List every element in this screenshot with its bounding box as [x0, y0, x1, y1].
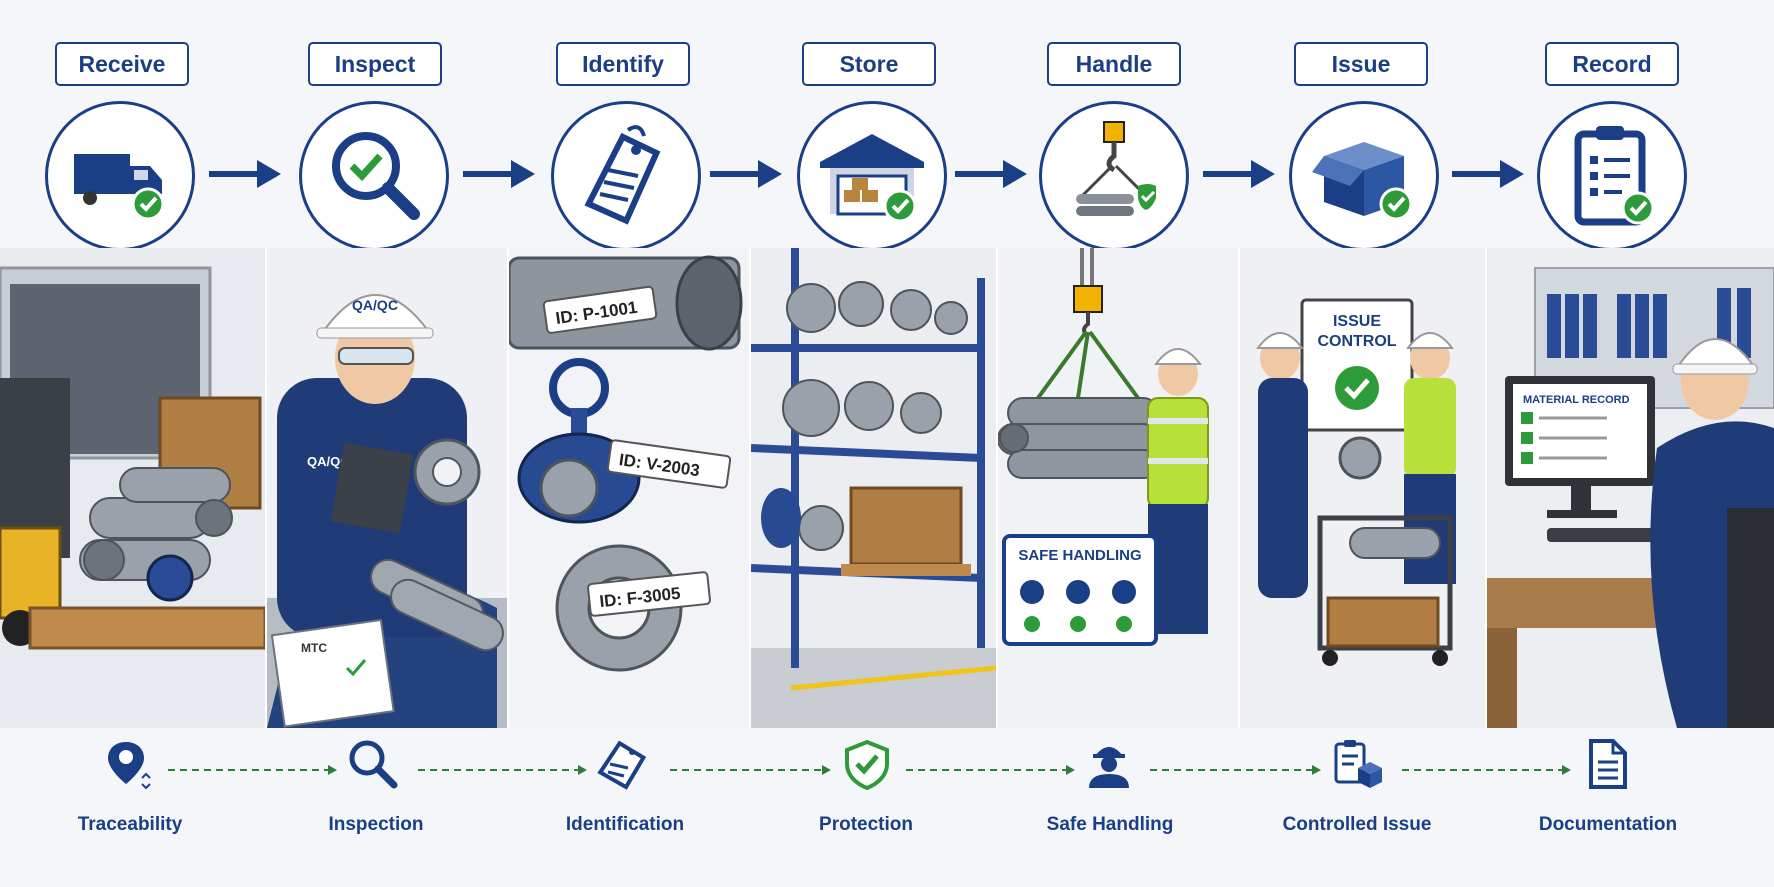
scene-inspect: QA/QC QA/QC MTC — [267, 248, 507, 728]
principle-icon-identification — [596, 738, 648, 790]
mtc-doc-text: MTC — [301, 641, 327, 655]
tag-icon — [597, 740, 647, 790]
scene-record: MATERIAL RECORD — [1487, 248, 1774, 728]
scene-handle: SAFE HANDLING — [998, 248, 1238, 728]
dashed-arrow-2 — [418, 765, 587, 775]
principle-label-safe-handling: Safe Handling — [1046, 814, 1174, 835]
principle-icon-safe-handling — [1083, 738, 1135, 790]
scene-store — [751, 248, 996, 728]
stage-circle-inspect — [299, 101, 449, 251]
issue-sign-line2: CONTROL — [1317, 333, 1396, 350]
document-icon — [1589, 739, 1627, 789]
safe-handling-sign-text: SAFE HANDLING — [1018, 547, 1141, 564]
principle-label-inspection: Inspection — [328, 814, 424, 835]
principle-icon-protection — [841, 738, 893, 791]
stage-circle-receive — [45, 101, 195, 251]
inspector-helmet-text: QA/QC — [352, 297, 398, 313]
stage-label-handle: Handle — [1047, 42, 1181, 86]
principle-icon-controlled-issue — [1332, 738, 1384, 790]
tag-icon — [584, 125, 661, 225]
material-record-screen-title: MATERIAL RECORD — [1523, 394, 1630, 406]
stage-label-store: Store — [802, 42, 936, 86]
principle-label-protection: Protection — [819, 814, 913, 835]
flow-arrow-5 — [1203, 160, 1275, 188]
dashed-arrow-6 — [1402, 765, 1571, 775]
panel-divider — [1485, 248, 1487, 728]
flow-arrow-1 — [209, 160, 281, 188]
inspector-badge-text: QA/QC — [307, 454, 350, 469]
stage-label-inspect: Inspect — [308, 42, 442, 86]
dashed-arrow-3 — [670, 765, 831, 775]
panel-divider — [1238, 248, 1240, 728]
scene-issue: ISSUE CONTROL — [1240, 248, 1485, 728]
stage-label-record: Record — [1545, 42, 1679, 86]
truck-icon — [74, 154, 165, 221]
scene-identify: ID: P-1001 ID: V-2003 ID: F-3005 — [509, 248, 749, 728]
panel-divider — [265, 248, 267, 728]
flow-arrow-4 — [955, 160, 1027, 188]
flow-arrow-6 — [1452, 160, 1524, 188]
worker-icon — [1089, 747, 1129, 788]
flow-arrow-2 — [463, 160, 535, 188]
stage-circle-store — [797, 101, 947, 251]
issue-sign-line1: ISSUE — [1333, 313, 1381, 330]
dashed-arrow-5 — [1150, 765, 1321, 775]
panel-divider — [996, 248, 998, 728]
principle-label-documentation: Documentation — [1538, 814, 1678, 835]
stage-circle-issue — [1289, 101, 1439, 251]
principle-icon-inspection — [347, 738, 399, 790]
stage-label-receive: Receive — [55, 42, 189, 86]
magnifier-check-icon — [332, 132, 420, 220]
principle-icon-traceability — [104, 738, 156, 790]
open-box-icon — [1312, 142, 1413, 221]
clipboard-icon — [1574, 126, 1655, 226]
location-pin-icon — [108, 742, 151, 790]
crane-hook-icon — [1076, 121, 1156, 216]
principle-label-identification: Identification — [565, 814, 685, 835]
stage-circle-identify — [551, 101, 701, 251]
panel-divider — [749, 248, 751, 728]
shield-check-icon — [845, 739, 889, 791]
stage-label-identify: Identify — [556, 42, 690, 86]
dashed-arrow-4 — [906, 765, 1075, 775]
dashed-arrow-1 — [168, 765, 337, 775]
stage-label-issue: Issue — [1294, 42, 1428, 86]
stage-circle-handle — [1039, 101, 1189, 251]
panel-divider — [507, 248, 509, 728]
scene-receive — [0, 248, 265, 728]
flow-arrow-3 — [710, 160, 782, 188]
principle-label-controlled-issue: Controlled Issue — [1282, 814, 1432, 835]
stage-circle-record — [1537, 101, 1687, 251]
clipboard-box-icon — [1334, 740, 1382, 788]
warehouse-icon — [820, 134, 924, 223]
principle-label-traceability: Traceability — [77, 814, 183, 835]
search-icon — [349, 740, 398, 789]
principle-icon-documentation — [1581, 738, 1633, 790]
